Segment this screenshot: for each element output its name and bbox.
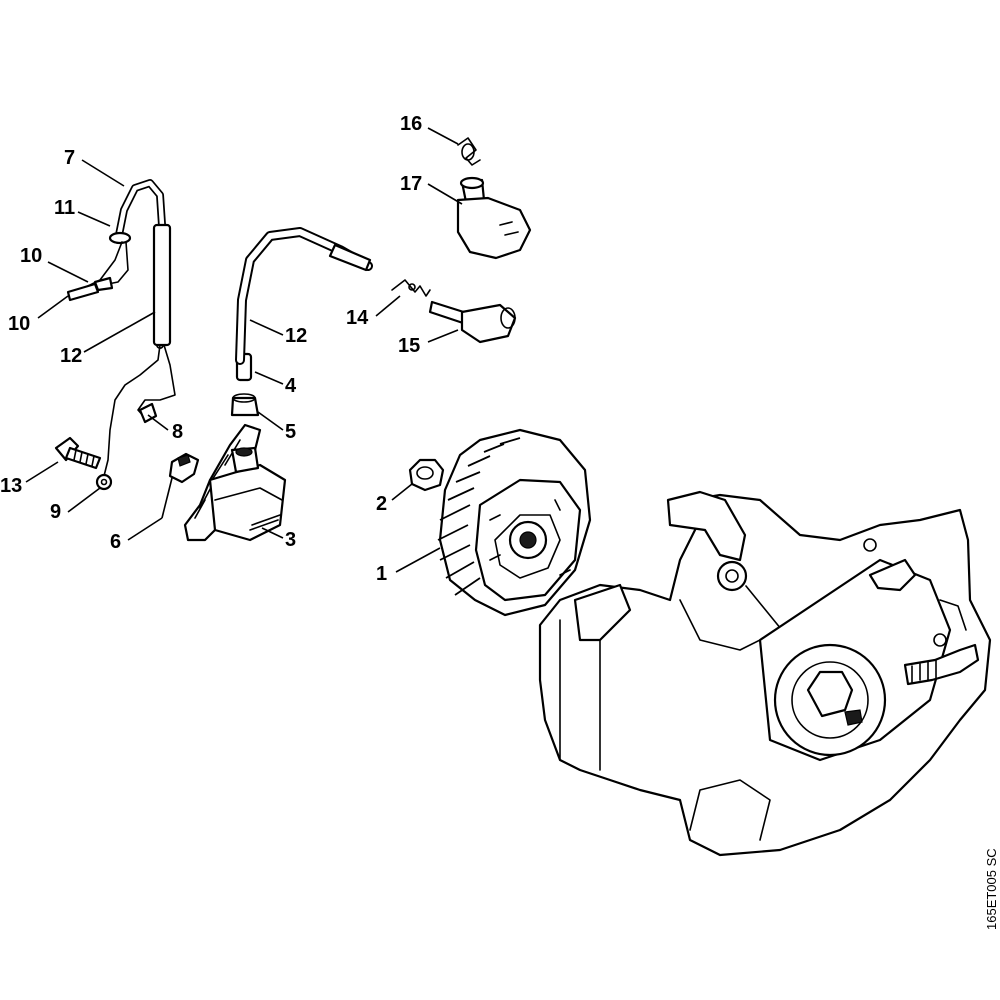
callout-15: 15 bbox=[398, 335, 420, 357]
callout-1: 1 bbox=[376, 563, 387, 585]
leg-spring bbox=[391, 279, 431, 297]
leg-spring-top bbox=[457, 137, 481, 166]
callout-13: 13 bbox=[0, 475, 22, 497]
callout-12-left: 12 bbox=[60, 345, 82, 367]
screw bbox=[54, 436, 102, 470]
spark-plug-cap bbox=[456, 176, 532, 260]
callout-10-upper: 10 bbox=[20, 245, 42, 267]
flywheel bbox=[437, 428, 592, 617]
spark-plug-boot bbox=[428, 300, 517, 344]
callout-9: 9 bbox=[50, 501, 61, 523]
callout-5: 5 bbox=[285, 421, 296, 443]
callout-12-right: 12 bbox=[285, 325, 307, 347]
drawing-code: 165ET005 SC bbox=[984, 848, 999, 930]
short-circuit-wire-assembly bbox=[66, 179, 176, 491]
callout-4: 4 bbox=[285, 375, 297, 397]
ignition-lead bbox=[235, 227, 373, 365]
callout-17: 17 bbox=[400, 173, 422, 195]
short-circuit-clip bbox=[168, 452, 200, 484]
callout-8: 8 bbox=[172, 421, 183, 443]
callout-2: 2 bbox=[376, 493, 387, 515]
callout-14: 14 bbox=[346, 307, 369, 329]
callout-11: 11 bbox=[54, 197, 75, 219]
callout-16: 16 bbox=[400, 113, 422, 135]
callout-3: 3 bbox=[285, 529, 296, 551]
callout-7: 7 bbox=[64, 147, 75, 169]
callouts: 1 2 3 4 5 6 7 8 9 10 10 11 12 12 13 14 1… bbox=[0, 113, 422, 585]
grommet bbox=[230, 393, 260, 417]
callout-10-lower: 10 bbox=[8, 313, 30, 335]
ignition-module bbox=[183, 423, 287, 542]
flywheel-nut bbox=[408, 458, 445, 492]
leader-lines bbox=[25, 127, 463, 573]
crankcase-housing bbox=[538, 490, 992, 857]
callout-6: 6 bbox=[110, 531, 121, 553]
